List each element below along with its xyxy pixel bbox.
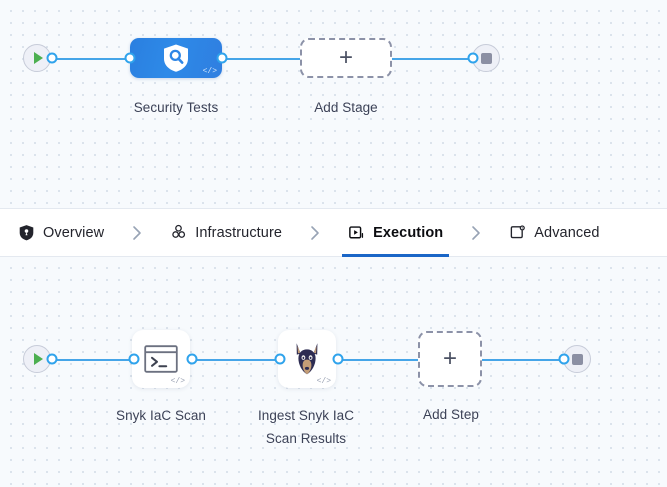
step-node-ingest-snyk-results[interactable]: </> xyxy=(278,330,336,388)
add-step-node[interactable]: + xyxy=(418,331,482,387)
gear-card-icon xyxy=(510,225,526,239)
tab-label-advanced: Advanced xyxy=(534,224,600,241)
run-play-box-icon xyxy=(349,226,364,239)
start-circle xyxy=(23,345,51,373)
terminal-icon xyxy=(144,345,178,373)
ingest-snyk-results-card[interactable]: </> xyxy=(278,330,336,388)
plus-icon: + xyxy=(338,44,353,71)
chevron-right-icon xyxy=(311,225,319,240)
tab-separator-3 xyxy=(449,209,503,257)
port-security-tests-in[interactable] xyxy=(124,52,136,64)
tab-separator-2 xyxy=(288,209,342,257)
tab-separator-1 xyxy=(110,209,164,257)
step-caption-add-step: Add Step xyxy=(423,407,479,422)
port-ingest-out[interactable] xyxy=(332,353,344,365)
stage-canvas[interactable]: </> Security Tests + Add Stage xyxy=(0,0,667,208)
port-ingest-in[interactable] xyxy=(274,353,286,365)
chevron-right-icon xyxy=(472,225,481,240)
edge-security-tests-to-add-stage xyxy=(222,58,302,60)
shield-magnifier-icon xyxy=(164,44,188,72)
chevron-right-icon xyxy=(133,225,142,240)
step-canvas[interactable]: </> Snyk IaC Scan xyxy=(0,257,667,487)
tab-execution[interactable]: Execution xyxy=(342,209,450,257)
tab-overview[interactable]: Overview xyxy=(12,209,110,257)
edge-snyk-scan-to-ingest xyxy=(190,359,280,361)
step-caption-ingest-snyk-results: Ingest Snyk IaC Scan Results xyxy=(257,408,355,447)
port-start-out[interactable] xyxy=(46,52,58,64)
tab-label-execution: Execution xyxy=(373,224,444,241)
add-stage-node[interactable]: + xyxy=(300,38,392,78)
stop-icon xyxy=(480,52,492,64)
add-stage-button[interactable]: + xyxy=(300,38,392,78)
tab-advanced[interactable]: Advanced xyxy=(503,209,605,257)
step-code-badge: </> xyxy=(316,377,331,386)
tab-label-overview: Overview xyxy=(43,224,105,241)
tab-label-infrastructure: Infrastructure xyxy=(195,224,283,241)
snyk-doberman-icon xyxy=(296,343,318,375)
shield-icon xyxy=(19,225,34,241)
step-caption-snyk-iac-scan: Snyk IaC Scan xyxy=(116,408,206,423)
stage-caption-security-tests: Security Tests xyxy=(133,100,219,115)
port-exec-start-out[interactable] xyxy=(46,353,58,365)
stage-caption-add-stage: Add Stage xyxy=(314,100,378,115)
port-end-in[interactable] xyxy=(467,52,479,64)
stop-icon xyxy=(571,353,583,365)
snyk-iac-scan-card[interactable]: </> xyxy=(132,330,190,388)
port-snyk-scan-in[interactable] xyxy=(128,353,140,365)
plus-icon: + xyxy=(442,345,457,372)
add-step-button[interactable]: + xyxy=(418,331,482,387)
edge-start-to-snyk-scan xyxy=(45,359,135,361)
port-security-tests-out[interactable] xyxy=(216,52,228,64)
nodes-icon xyxy=(172,224,186,238)
port-snyk-scan-out[interactable] xyxy=(186,353,198,365)
stage-node-security-tests[interactable]: </> xyxy=(130,38,222,78)
stage-code-badge: </> xyxy=(202,67,217,76)
edge-add-step-to-end xyxy=(482,359,566,361)
security-tests-card[interactable]: </> xyxy=(130,38,222,78)
edge-add-stage-to-end xyxy=(392,58,475,60)
play-icon xyxy=(34,353,43,365)
tab-infrastructure[interactable]: Infrastructure xyxy=(164,209,288,257)
step-code-badge: </> xyxy=(170,377,185,386)
edge-ingest-to-add-step xyxy=(336,359,418,361)
step-node-snyk-iac-scan[interactable]: </> xyxy=(132,330,190,388)
port-exec-end-in[interactable] xyxy=(558,353,570,365)
edge-start-to-security-tests xyxy=(45,58,130,60)
execution-start-node[interactable] xyxy=(23,345,51,373)
play-icon xyxy=(34,52,43,64)
section-tabs: Overview Infrastructure xyxy=(0,208,667,257)
